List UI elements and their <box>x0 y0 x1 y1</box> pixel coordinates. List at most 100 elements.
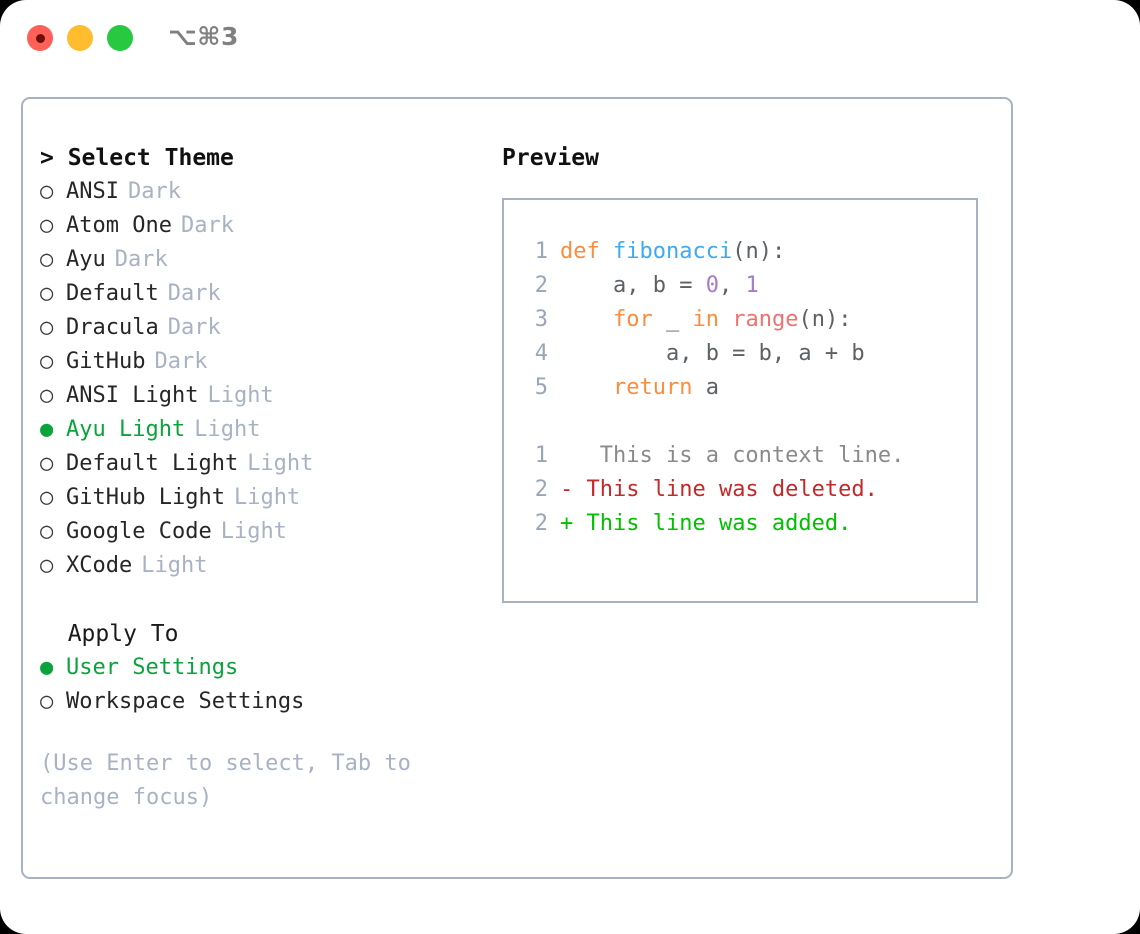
radio-unselected-icon: ○ <box>40 519 54 544</box>
theme-option-label: GitHub Light <box>66 485 225 510</box>
theme-option-dracula[interactable]: ○ Dracula Dark <box>40 311 490 345</box>
preview-header: Preview <box>502 145 599 171</box>
radio-unselected-icon: ○ <box>40 689 54 714</box>
code-token-kw: def <box>560 239 613 264</box>
theme-option-label: Default Light <box>66 451 239 476</box>
theme-variant-tag: Dark <box>127 179 181 204</box>
maximize-window-button[interactable] <box>107 25 133 51</box>
code-diff-spacer <box>518 405 970 439</box>
code-token-kw: for <box>612 307 653 332</box>
theme-variant-tag: Light <box>247 451 314 476</box>
radio-unselected-icon: ○ <box>40 383 54 408</box>
code-token-num: 0 <box>705 273 719 298</box>
minimize-window-button[interactable] <box>67 25 93 51</box>
radio-unselected-icon: ○ <box>40 553 54 578</box>
apply-to-header: Apply To <box>40 621 179 647</box>
theme-variant-tag: Dark <box>180 213 234 238</box>
code-line-text: a, b = 0, 1 <box>560 269 759 303</box>
code-token-punc: , <box>718 273 746 298</box>
code-token-fn: fibonacci <box>612 239 733 264</box>
apply-to-option-user-settings[interactable]: ● User Settings <box>40 651 490 685</box>
code-line: 2 a, b = 0, 1 <box>518 269 970 303</box>
theme-variant-tag: Dark <box>167 315 221 340</box>
theme-option-label: ANSI <box>66 179 119 204</box>
theme-option-default-light[interactable]: ○ Default Light Light <box>40 447 490 481</box>
apply-to-option-label: User Settings <box>66 655 239 680</box>
theme-variant-tag: Light <box>141 553 208 578</box>
radio-unselected-icon: ○ <box>40 179 54 204</box>
code-token-punc: (n): <box>798 307 852 332</box>
line-number: 2 <box>534 273 548 298</box>
radio-unselected-icon: ○ <box>40 281 54 306</box>
keyboard-hint-text: (Use Enter to select, Tab to change focu… <box>40 751 411 810</box>
diff-line-ctx: 1 This is a context line. <box>518 439 970 473</box>
line-number: 3 <box>534 307 548 332</box>
code-line-text: a, b = b, a + b <box>560 337 865 371</box>
line-number: 5 <box>534 375 548 400</box>
line-number: 1 <box>534 443 548 468</box>
radio-unselected-icon: ○ <box>40 451 54 476</box>
diff-marker: + <box>560 511 574 536</box>
radio-unselected-icon: ○ <box>40 349 54 374</box>
code-token-id <box>719 307 732 332</box>
theme-option-label: Ayu Light <box>66 417 186 442</box>
diff-sample: 1 This is a context line.2- This line wa… <box>518 439 970 541</box>
traffic-lights <box>27 25 133 51</box>
theme-variant-tag: Light <box>207 383 274 408</box>
close-window-button[interactable] <box>27 25 53 51</box>
diff-marker: - <box>560 477 574 502</box>
theme-option-xcode[interactable]: ○ XCode Light <box>40 549 490 583</box>
title-bar: ⌥⌘3 <box>0 0 1140 76</box>
diff-line-add: 2 + This line was added. <box>518 507 970 541</box>
theme-variant-tag: Light <box>233 485 301 510</box>
theme-variant-tag: Dark <box>154 349 208 374</box>
radio-unselected-icon: ○ <box>40 315 54 340</box>
line-number: 2 <box>534 511 548 536</box>
apply-to-option-workspace-settings[interactable]: ○ Workspace Settings <box>40 685 490 719</box>
apply-to-option-label: Workspace Settings <box>66 689 305 714</box>
line-number: 4 <box>534 341 548 366</box>
theme-option-label: Default <box>66 281 159 306</box>
select-theme-header: > Select Theme <box>40 145 234 171</box>
theme-option-label: Dracula <box>66 315 159 340</box>
code-token-call: range <box>732 307 799 332</box>
theme-option-label: Atom One <box>66 213 172 238</box>
code-token-kw: return <box>612 375 693 400</box>
line-number: 2 <box>534 477 548 502</box>
code-token-kw: in <box>692 307 719 332</box>
diff-line-text: This line was added. <box>573 511 852 536</box>
line-number: 1 <box>534 239 548 264</box>
code-line: 5 return a <box>518 371 970 405</box>
code-line: 3 for _ in range(n): <box>518 303 970 337</box>
diff-line-del: 2- This line was deleted. <box>518 473 970 507</box>
theme-option-label: Ayu <box>66 247 106 272</box>
diff-line-text: This is a context line. <box>573 443 905 468</box>
radio-unselected-icon: ○ <box>40 247 54 272</box>
theme-option-ansi[interactable]: ○ ANSI Dark <box>40 175 490 209</box>
radio-selected-icon: ● <box>40 655 54 680</box>
diff-marker <box>560 439 573 473</box>
code-token-punc: (n): <box>732 239 786 264</box>
theme-option-label: XCode <box>66 553 133 578</box>
diff-line-text: This line was deleted. <box>573 477 878 502</box>
theme-option-ayu[interactable]: ○ Ayu Dark <box>40 243 490 277</box>
theme-variant-tag: Light <box>194 417 261 442</box>
apply-to-option-list: ● User Settings ○ Workspace Settings <box>40 651 490 719</box>
code-line: 4 a, b = b, a + b <box>518 337 970 371</box>
code-token-id: a, b = b, a + b <box>560 341 865 366</box>
theme-variant-tag: Dark <box>114 247 168 272</box>
code-line-text: def fibonacci(n): <box>560 235 785 269</box>
code-token-id <box>560 375 613 400</box>
